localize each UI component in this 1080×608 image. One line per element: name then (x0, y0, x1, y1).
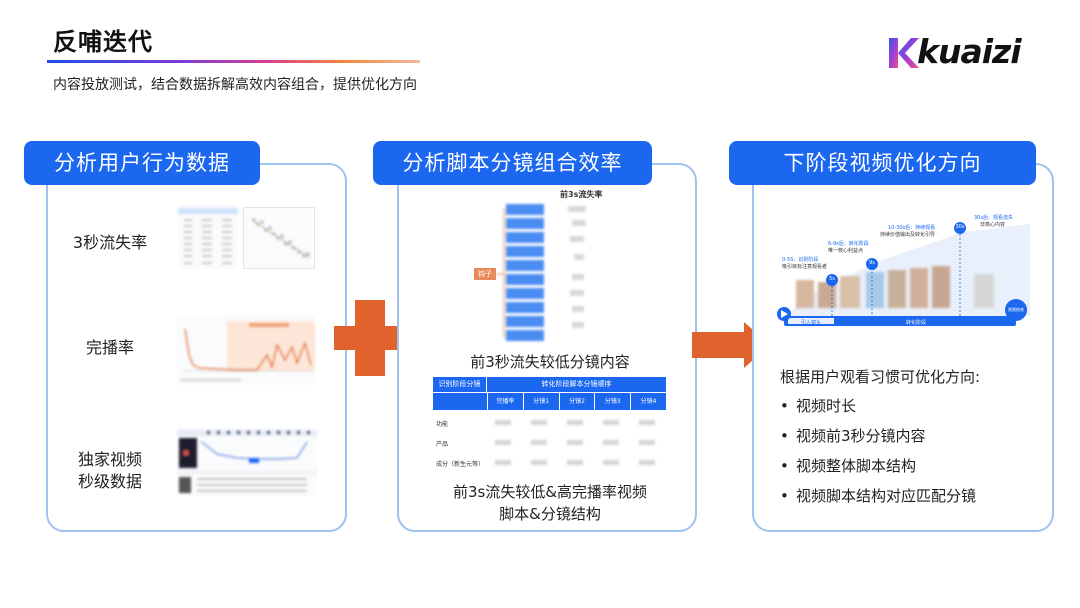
script-table: 识别阶段分镜 转化阶段脚本分镜顺序 完播率 分镜1 分镜2 分镜3 分镜4 功能… (433, 377, 666, 470)
label-completion-rate: 完播率 (85, 338, 134, 357)
table-col2-header: 转化阶段脚本分镜顺序 (487, 377, 666, 392)
timeline-stage4: 30s后：观看流失 (974, 215, 1013, 221)
page-title: 反哺迭代 (53, 28, 153, 56)
table-col1-header: 识别阶段分镜 (433, 377, 487, 392)
plus-icon-horizontal (334, 326, 406, 350)
timeline-stage3: 10-30s后：持续观看 (888, 225, 936, 231)
optimization-list-title: 根据用户观看习惯可优化方向: (780, 368, 981, 386)
thumb-scatter-plot (243, 207, 315, 269)
timeline-marker-5s: 5s (829, 276, 835, 282)
panel-1-heading: 分析用户行为数据 (24, 141, 260, 185)
list-item-text: 视频前3秒分镜内容 (796, 427, 926, 445)
thumb-table-graphic (178, 208, 238, 264)
label-exclusive-data-line1: 独家视频 (77, 450, 142, 469)
bar-chart-title: 前3s流失率 (560, 190, 603, 199)
timeline-end-label: 视频结束 (1008, 307, 1024, 312)
logo-mark-icon (889, 38, 919, 68)
kuaizi-logo: kuaizi (887, 34, 1037, 74)
video-timeline: 5s 9s 30s 0-5S：识别阶段 吸引目标注意观看者 6-9s后：转化阶段… (776, 212, 1036, 334)
timeline-stage2: 6-9s后：转化阶段 (828, 241, 869, 247)
thumb-data-table (178, 205, 238, 269)
thumb-dashboard-graphic (177, 430, 317, 493)
timeline-bar-conversion: 转化阶段 (905, 320, 926, 326)
label-exclusive-data-line2: 秒级数据 (77, 472, 142, 491)
list-item: •视频时长 (780, 397, 857, 415)
logo-wordmark: kuaizi (917, 32, 1022, 71)
panel-3-heading: 下阶段视频优化方向 (729, 141, 1036, 185)
list-item-text: 视频脚本结构对应匹配分镜 (796, 487, 977, 505)
timeline-marker-9s: 9s (869, 260, 875, 266)
panel-script-efficiency (397, 163, 697, 532)
panel-2-heading: 分析脚本分镜组合效率 (373, 141, 652, 185)
arrow-right-icon (692, 322, 770, 368)
caption-script-structure-line1: 前3s流失较低&高完播率视频 (452, 483, 648, 501)
table-subheader: 分镜4 (630, 393, 666, 410)
list-item: •视频脚本结构对应匹配分镜 (780, 487, 977, 505)
table-subheader: 完播率 (487, 393, 523, 410)
thumb-video-dashboard (177, 428, 317, 496)
timeline-stage3-sub: 持续价值输出及转化引导 (880, 232, 936, 238)
hook-tag: 钩子 (474, 268, 496, 280)
page-subtitle: 内容投放测试，结合数据拆解高效内容组合，提供优化方向 (53, 77, 417, 93)
caption-script-structure-line2: 脚本&分镜结构 (499, 505, 601, 523)
timeline-marker-30s: 30s (955, 224, 965, 230)
timeline-graphic (777, 222, 1030, 326)
table-blurred-cells (495, 420, 655, 465)
table-subheader: 分镜3 (594, 393, 631, 410)
thumb-completion-graphic (181, 321, 315, 381)
list-item: •视频整体脚本结构 (780, 457, 917, 475)
caption-low-loss-content: 前3秒流失较低分镜内容 (470, 353, 630, 371)
label-3s-loss-rate: 3秒流失率 (72, 233, 148, 252)
timeline-stage1: 0-5S：识别阶段 (782, 257, 819, 263)
thumb-completion-chart (177, 315, 315, 385)
caption-script-structure: 前3s流失较低&高完播率视频 脚本&分镜结构 (420, 481, 680, 525)
timeline-stage4-sub: 非核心内容 (980, 222, 1006, 228)
label-exclusive-data: 独家视频 秒级数据 (70, 449, 150, 493)
table-subheader: 分镜2 (558, 393, 595, 410)
funnel-bar-chart (496, 204, 586, 341)
table-subheader: 分镜1 (522, 393, 559, 410)
timeline-bar-intro: 引入镜头 (800, 320, 821, 326)
timeline-stage1-sub: 吸引目标注意观看者 (782, 264, 828, 270)
table-row-label: 成分（新生元等） (436, 461, 485, 468)
list-item-text: 视频整体脚本结构 (796, 457, 917, 475)
table-row-label: 功能 (436, 421, 449, 428)
table-row-label: 产品 (436, 441, 449, 448)
list-item: •视频前3秒分镜内容 (780, 427, 926, 445)
timeline-stage2-sub: 唯一核心利益点 (828, 248, 864, 254)
list-item-text: 视频时长 (796, 397, 857, 415)
title-underline (47, 60, 420, 63)
thumb-scatter-graphic (251, 218, 311, 259)
panel-next-optimization (752, 163, 1054, 532)
optimization-list: •视频时长 •视频前3秒分镜内容 •视频整体脚本结构 •视频脚本结构对应匹配分镜 (780, 396, 976, 516)
